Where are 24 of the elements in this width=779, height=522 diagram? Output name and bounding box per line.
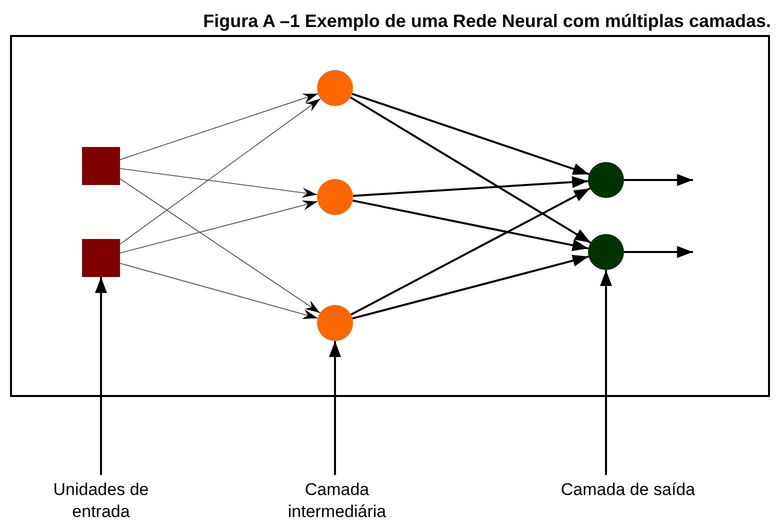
network-frame <box>10 35 770 397</box>
arrow <box>624 246 693 258</box>
arrow <box>350 188 591 316</box>
arrow <box>120 200 318 254</box>
arrow <box>120 98 321 245</box>
arrow <box>352 254 589 320</box>
arrow <box>120 93 318 160</box>
arrow <box>352 92 590 176</box>
arrow <box>120 262 318 319</box>
arrow <box>120 178 320 314</box>
arrow <box>350 96 592 244</box>
input-unit-square <box>82 239 120 277</box>
layer-label: Camada intermediária <box>262 479 412 522</box>
arrow <box>352 200 589 252</box>
leader-arrow <box>329 341 341 475</box>
leader-arrow <box>600 270 612 475</box>
arrow <box>120 168 318 198</box>
layer-label: Camada de saída <box>558 479 698 522</box>
figure-title: Figura A –1 Exemplo de uma Rede Neural com múltiplas camadas. <box>203 10 771 33</box>
layer-label: Unidades de entrada <box>31 479 171 522</box>
arrow <box>624 174 693 186</box>
input-unit-square <box>82 147 120 185</box>
arrow <box>352 176 588 197</box>
leader-arrow <box>95 277 107 475</box>
